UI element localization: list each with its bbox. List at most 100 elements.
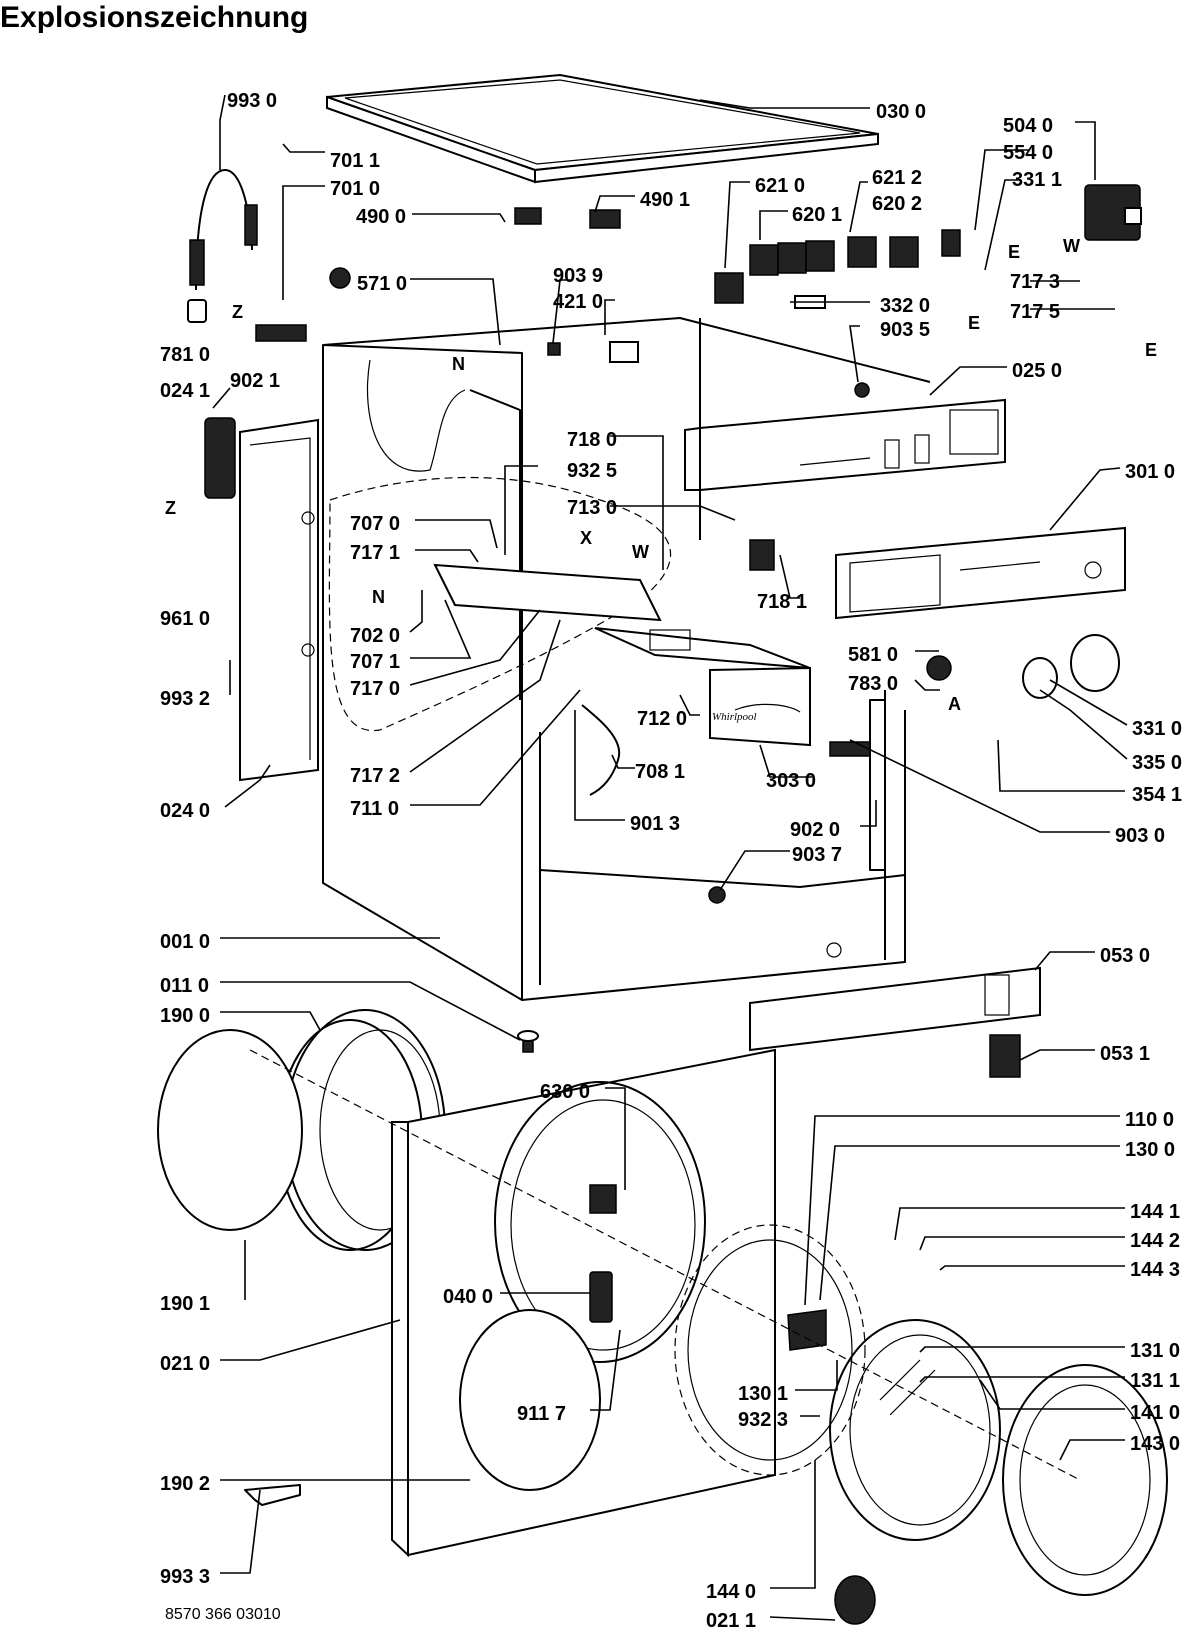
label-621-2: 621 2	[872, 167, 922, 189]
label-141-0: 141 0	[1130, 1402, 1180, 1424]
label-702-0: 702 0	[350, 625, 400, 647]
label-620-1: 620 1	[792, 204, 842, 226]
label-144-3: 144 3	[1130, 1259, 1180, 1281]
label-712-0: 712 0	[637, 708, 687, 730]
label-707-1: 707 1	[350, 651, 400, 673]
label-993-0: 993 0	[227, 90, 277, 112]
label-131-0: 131 0	[1130, 1340, 1180, 1362]
label-717-0: 717 0	[350, 678, 400, 700]
marker-n-lower: N	[372, 587, 385, 607]
label-504-0: 504 0	[1003, 115, 1053, 137]
label-144-1: 144 1	[1130, 1201, 1180, 1223]
label-718-0: 718 0	[567, 429, 617, 451]
label-901-3: 901 3	[630, 813, 680, 835]
label-335-0: 335 0	[1132, 752, 1182, 774]
label-903-7: 903 7	[792, 844, 842, 866]
label-701-0: 701 0	[330, 178, 380, 200]
label-903-0: 903 0	[1115, 825, 1165, 847]
label-581-0: 581 0	[848, 644, 898, 666]
marker-e-right: E	[1145, 340, 1157, 360]
marker-x: X	[580, 528, 592, 548]
position-markers: Z Z N N X W W E E E A	[165, 236, 1157, 714]
label-621-0: 621 0	[755, 175, 805, 197]
marker-w-dispenser: W	[632, 542, 649, 562]
label-001-0: 001 0	[160, 931, 210, 953]
wrench-tool	[244, 1484, 301, 1506]
label-144-0: 144 0	[706, 1581, 756, 1603]
front-fascia	[835, 526, 1126, 620]
label-707-0: 707 0	[350, 513, 400, 535]
cap	[834, 1575, 876, 1625]
label-961-0: 961 0	[160, 608, 210, 630]
label-131-1: 131 1	[1130, 1370, 1180, 1392]
marker-z-lower: Z	[165, 498, 176, 518]
label-902-1: 902 1	[230, 370, 280, 392]
label-717-5: 717 5	[1010, 301, 1060, 323]
glass-porthole	[157, 1029, 303, 1231]
label-021-0: 021 0	[160, 1353, 210, 1375]
label-571-0: 571 0	[357, 273, 407, 295]
kick-plate	[749, 966, 1041, 1078]
label-053-1: 053 1	[1100, 1043, 1150, 1065]
label-620-2: 620 2	[872, 193, 922, 215]
label-781-0: 781 0	[160, 344, 210, 366]
label-554-0: 554 0	[1003, 142, 1053, 164]
leader-lines	[212, 94, 1128, 1621]
inlet-hose	[187, 169, 258, 323]
label-190-0: 190 0	[160, 1005, 210, 1027]
label-717-3: 717 3	[1010, 271, 1060, 293]
label-630-0: 630 0	[540, 1081, 590, 1103]
label-025-0: 025 0	[1012, 360, 1062, 382]
label-717-2: 717 2	[350, 765, 400, 787]
label-130-1: 130 1	[738, 1383, 788, 1405]
switches	[714, 229, 961, 304]
part-labels: 993 0 701 1 701 0 490 0 030 0 490 1 621 …	[160, 90, 1182, 1632]
label-718-1: 718 1	[757, 591, 807, 613]
label-783-0: 783 0	[848, 673, 898, 695]
label-903-5: 903 5	[880, 319, 930, 341]
label-932-3: 932 3	[738, 1409, 788, 1431]
label-144-2: 144 2	[1130, 1230, 1180, 1252]
label-993-2: 993 2	[160, 688, 210, 710]
label-190-2: 190 2	[160, 1473, 210, 1495]
label-301-0: 301 0	[1125, 461, 1175, 483]
filter-cover	[204, 417, 236, 499]
programmer-timer	[1084, 184, 1142, 241]
label-021-1: 021 1	[706, 1610, 756, 1632]
document-number: 8570 366 03010	[165, 1606, 281, 1623]
label-053-0: 053 0	[1100, 945, 1150, 967]
control-panel-frame	[684, 398, 1006, 492]
label-130-0: 130 0	[1125, 1139, 1175, 1161]
inner-door-ring	[829, 1319, 1001, 1541]
label-354-1: 354 1	[1132, 784, 1182, 806]
page-title: Explosionszeichnung	[0, 1, 309, 34]
detergent-dispenser	[433, 563, 811, 747]
outer-door-ring	[1002, 1364, 1168, 1596]
label-190-1: 190 1	[160, 1293, 210, 1315]
marker-n-upper: N	[452, 354, 465, 374]
label-331-1: 331 1	[1012, 169, 1062, 191]
label-303-0: 303 0	[766, 770, 816, 792]
label-701-1: 701 1	[330, 150, 380, 172]
label-011-0: 011 0	[160, 975, 209, 997]
marker-e-left: E	[1008, 242, 1020, 262]
label-110-0: 110 0	[1125, 1109, 1174, 1131]
marker-z-upper: Z	[232, 302, 243, 322]
marker-a: A	[948, 694, 961, 714]
door-lock	[589, 1271, 613, 1323]
top-cover	[326, 73, 879, 184]
label-903-9: 903 9	[553, 265, 603, 287]
door-frame	[674, 1224, 866, 1476]
label-993-3: 993 3	[160, 1566, 210, 1588]
adjustable-foot	[517, 1030, 539, 1053]
label-902-0: 902 0	[790, 819, 840, 841]
label-711-0: 711 0	[350, 798, 399, 820]
label-911-7: 911 7	[517, 1403, 566, 1425]
label-717-1: 717 1	[350, 542, 400, 564]
label-024-0: 024 0	[160, 800, 210, 822]
marker-e-middle: E	[968, 313, 980, 333]
rear-panel	[239, 418, 319, 782]
label-143-0: 143 0	[1130, 1433, 1180, 1455]
label-490-0: 490 0	[356, 206, 406, 228]
valves-and-fittings	[255, 207, 886, 904]
